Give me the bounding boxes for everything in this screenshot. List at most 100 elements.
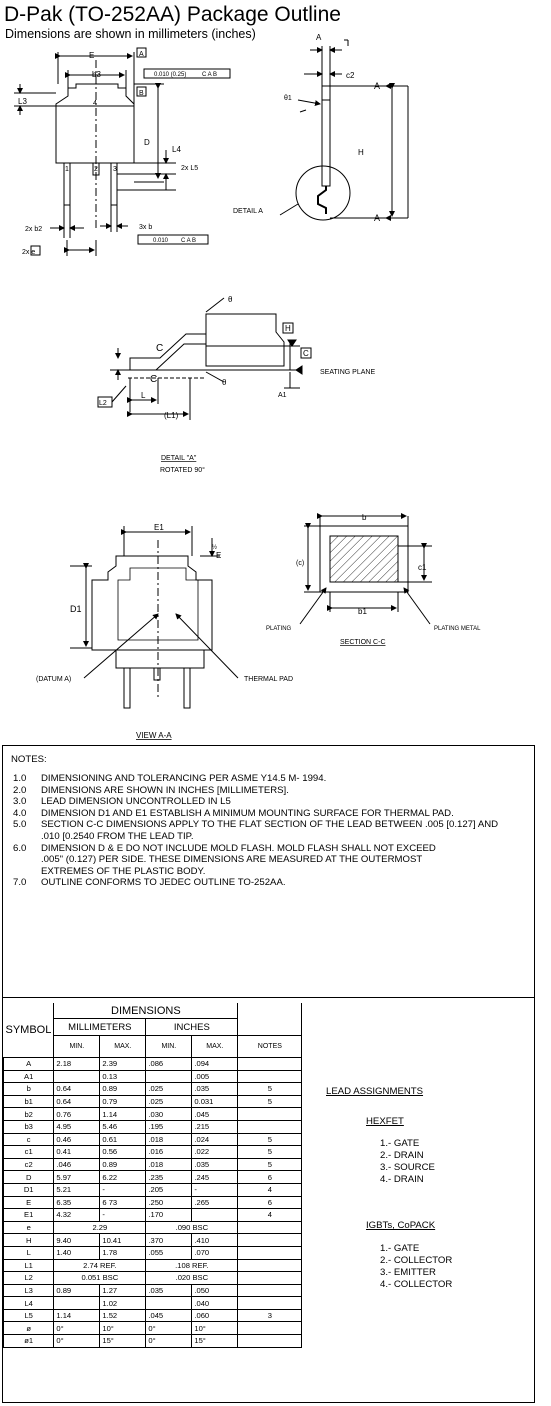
table-cell	[237, 1119, 303, 1134]
package-drawings: E A b3 0.010 (0.25) C A B B L3 4 D L4 2x…	[14, 33, 481, 740]
table-cell: e	[2, 1220, 55, 1235]
table-cell: .265	[191, 1195, 239, 1210]
mm-max-header: MAX.	[99, 1035, 147, 1058]
dim-e-pitch: 2x e	[22, 249, 35, 256]
table-cell: .195	[145, 1119, 193, 1134]
table-cell: .108 REF.	[145, 1258, 239, 1273]
table-cell: .370	[145, 1233, 193, 1247]
top-view: E A b3 0.010 (0.25) C A B B L3 4 D L4 2x…	[14, 47, 231, 256]
table-cell: 0.89	[99, 1157, 147, 1172]
note-text: OUTLINE CONFORMS TO JEDEC OUTLINE TO-252…	[41, 877, 286, 889]
table-cell: L3	[2, 1283, 55, 1298]
table-cell	[53, 1296, 101, 1310]
in-min-header: MIN.	[145, 1035, 193, 1058]
table-cell: .018	[145, 1157, 193, 1172]
dim-theta1: θ1	[284, 95, 292, 102]
table-cell: b3	[2, 1119, 55, 1134]
note-number: 6.0	[13, 842, 27, 854]
dimensions-table: SYMBOL DIMENSIONS MILLIMETERS INCHES MIN…	[2, 1003, 303, 1348]
dim-c2: c2	[346, 71, 355, 80]
thermal-pad-label: THERMAL PAD	[244, 676, 293, 683]
detail-theta-top: θ	[228, 295, 233, 304]
view-aa: E1 E ½ D1 (DATUM A) THERMAL PAD VIEW A-A	[36, 523, 293, 740]
table-cell: 0.64	[53, 1094, 101, 1109]
table-cell: 0.89	[53, 1283, 101, 1298]
table-cell: .045	[145, 1308, 193, 1323]
table-cell: 0.13	[99, 1069, 147, 1084]
table-cell: L1	[2, 1258, 55, 1273]
table-cell: .040	[191, 1296, 239, 1310]
table-cell: 6	[237, 1170, 303, 1184]
tolerance-1-refs: C A B	[202, 72, 217, 78]
table-cell: 5	[237, 1157, 303, 1172]
detail-a-view: θ H C C C θ SEATING PLANE L2 L A1 (L1) D…	[97, 295, 375, 474]
table-cell: 15°	[99, 1334, 147, 1348]
table-cell: 0.56	[99, 1145, 147, 1159]
dimensions-header: DIMENSIONS	[53, 1003, 239, 1019]
table-cell: .025	[145, 1094, 193, 1109]
dim-l: L	[141, 391, 146, 400]
table-cell	[237, 1258, 303, 1273]
table-cell: 5.97	[53, 1170, 101, 1184]
dim-a1: A1	[278, 392, 287, 399]
table-cell: 5	[237, 1145, 303, 1159]
table-cell: .030	[145, 1107, 193, 1121]
note-text: DIMENSIONING AND TOLERANCING PER ASME Y1…	[41, 773, 327, 784]
table-cell: 4.95	[53, 1119, 101, 1134]
table-cell: b2	[2, 1107, 55, 1121]
in-max-header: MAX.	[191, 1035, 239, 1058]
dim-l3: L3	[18, 97, 27, 106]
datum-a-box: A	[139, 51, 144, 58]
table-cell	[237, 1220, 303, 1235]
section-caption: SECTION C-C	[340, 639, 386, 646]
detail-caption: DETAIL "A"	[161, 455, 197, 462]
datum-h-box: H	[285, 324, 291, 333]
table-cell: 5	[237, 1132, 303, 1147]
table-cell	[145, 1296, 193, 1310]
dim-b: 3x b	[139, 224, 152, 231]
table-cell	[237, 1057, 303, 1071]
table-cell: 6	[237, 1195, 303, 1210]
table-cell: L4	[2, 1296, 55, 1310]
table-cell: 0.79	[99, 1094, 147, 1109]
table-cell: 6 73	[99, 1195, 147, 1210]
note-number: 3.0	[13, 796, 27, 808]
table-cell: 0.051 BSC	[53, 1271, 147, 1285]
page-title: D-Pak (TO-252AA) Package Outline	[4, 3, 341, 26]
table-cell	[237, 1271, 303, 1285]
note-number: 7.0	[13, 877, 27, 889]
lead-item: 3.- EMITTER	[380, 1267, 436, 1278]
table-cell: .070	[191, 1245, 239, 1260]
dim-e1: E1	[154, 523, 164, 532]
datum-a-label: (DATUM A)	[36, 676, 71, 683]
table-cell: ø	[2, 1321, 55, 1336]
seating-plane-label: SEATING PLANE	[320, 369, 375, 376]
plating-label: PLATING	[266, 626, 292, 632]
table-cell: 2.74 REF.	[53, 1258, 147, 1273]
table-cell: 1.78	[99, 1245, 147, 1260]
table-cell: 0.64	[53, 1082, 101, 1096]
table-cell: 4	[237, 1182, 303, 1197]
notes-heading: NOTES:	[11, 754, 47, 765]
mm-min-header: MIN.	[53, 1035, 101, 1058]
table-cell: 0.89	[99, 1082, 147, 1096]
table-cell: 0°	[145, 1334, 193, 1348]
dim-a-side: A	[316, 33, 322, 42]
pin-2: 2	[94, 166, 98, 173]
table-cell: 2.29	[53, 1220, 147, 1235]
